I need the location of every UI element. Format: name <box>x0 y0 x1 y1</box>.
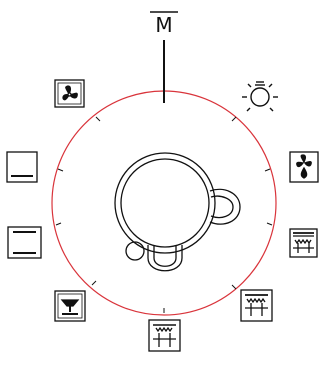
tick <box>56 223 61 225</box>
manual-mode-label[interactable]: M <box>153 15 175 35</box>
grill-bottom-heat-icon[interactable] <box>241 290 272 321</box>
fan-oven-icon[interactable] <box>55 80 84 107</box>
top-bottom-heat-icon[interactable] <box>8 227 41 258</box>
bottom-heat-fan-icon[interactable] <box>55 291 85 321</box>
grill-small-icon[interactable] <box>149 320 180 351</box>
grill-fan-bottom-heat-icon[interactable] <box>290 229 317 257</box>
tick <box>96 117 100 121</box>
fan-with-drop-icon[interactable] <box>290 152 318 182</box>
tick <box>232 285 236 289</box>
oven-lamp-icon[interactable] <box>242 82 278 111</box>
dial-ticks <box>56 117 272 313</box>
bottom-heat-icon[interactable] <box>7 152 37 182</box>
tick <box>265 169 270 171</box>
dial-ring <box>52 91 276 315</box>
tick <box>92 281 96 285</box>
tick <box>232 117 236 121</box>
oven-knob-icon[interactable] <box>115 153 240 271</box>
tick <box>267 223 272 225</box>
tick <box>58 169 63 171</box>
